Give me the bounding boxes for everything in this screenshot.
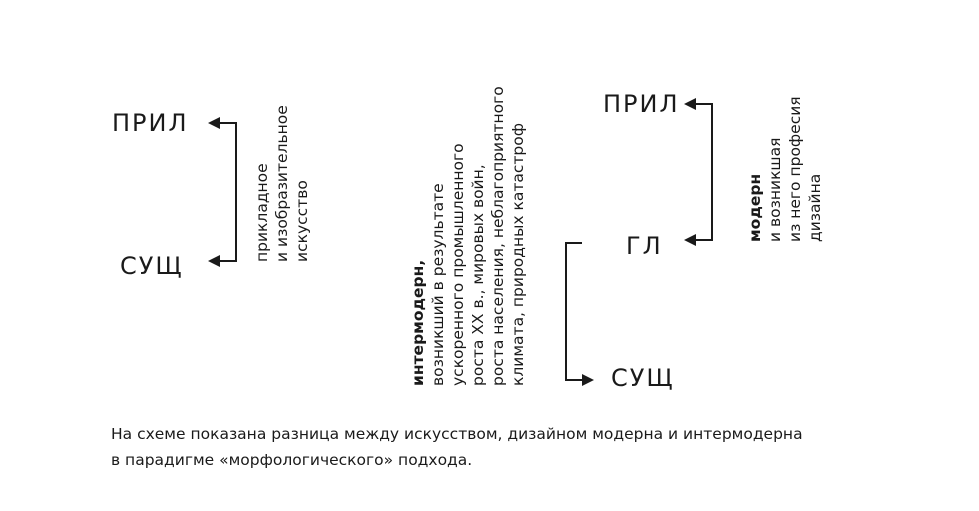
figure-caption: На схеме показана разница между искусств… [111, 421, 931, 473]
right-top-node: ПРИЛ [603, 90, 680, 118]
arrowhead-right-top [684, 98, 696, 110]
left-bracket-line [220, 122, 237, 262]
right-lower-bracket-line [565, 242, 582, 381]
caption-line: На схеме показана разница между искусств… [111, 425, 803, 443]
right-upper-bracket-line [696, 103, 713, 241]
arrowhead-left-bottom [208, 255, 220, 267]
right-middle-node: ГЛ [626, 232, 663, 260]
left-bottom-node: СУЩ [120, 252, 184, 280]
arrowhead-right-bottom [582, 374, 594, 386]
right-bottom-node: СУЩ [611, 364, 675, 392]
caption-line: в парадигме «морфологического» подхода. [111, 451, 473, 469]
arrowhead-right-middle [684, 234, 696, 246]
left-top-node: ПРИЛ [112, 109, 189, 137]
arrowhead-left-top [208, 117, 220, 129]
